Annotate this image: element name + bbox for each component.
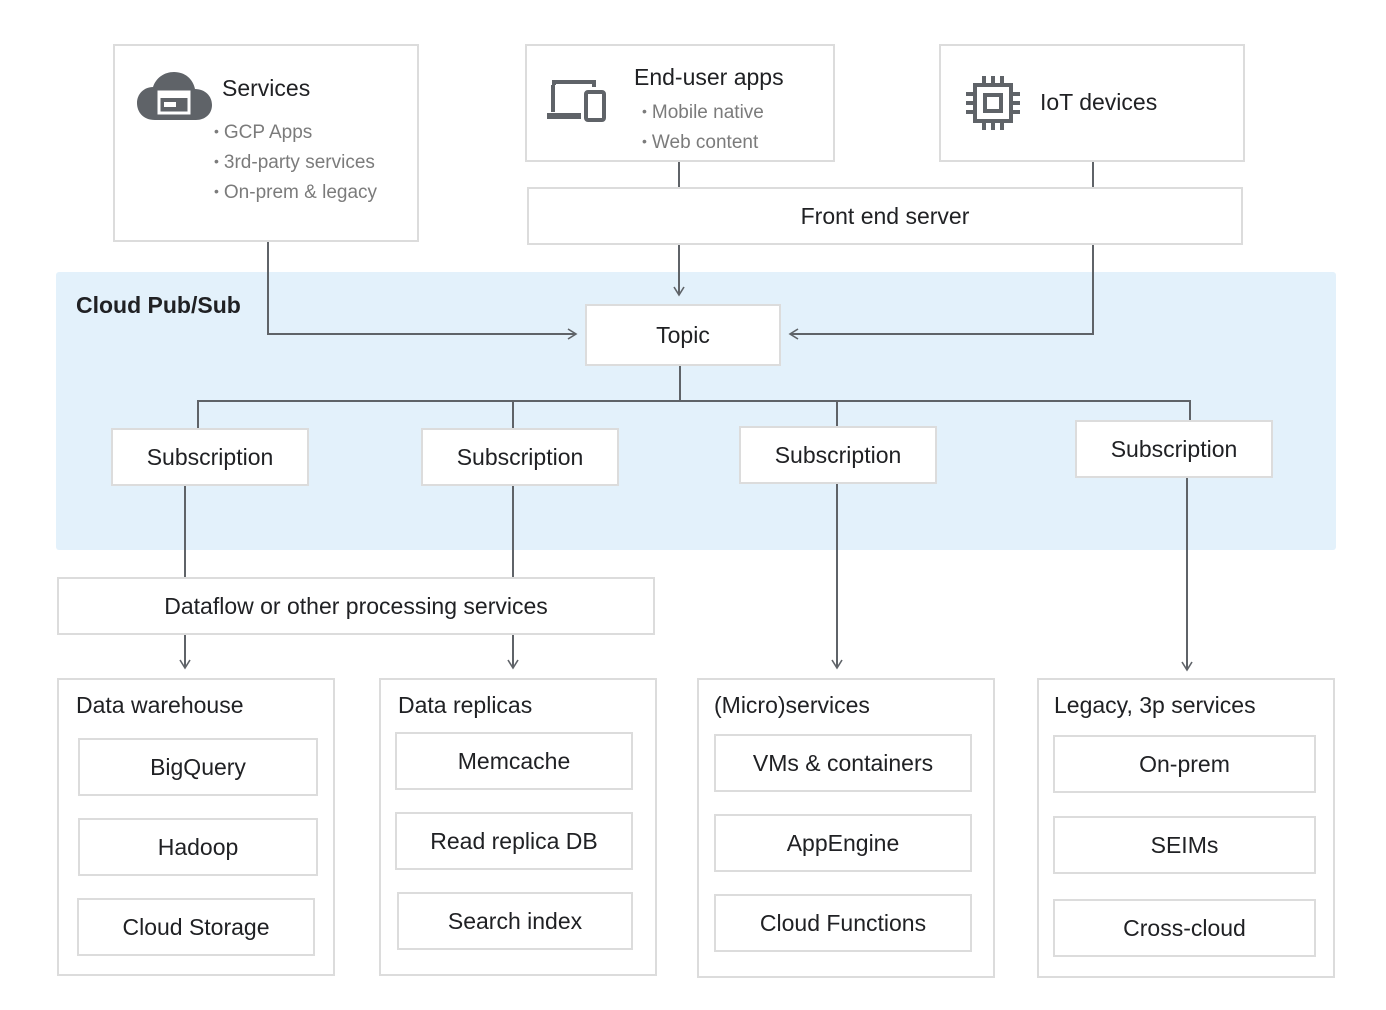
cloud-icon	[137, 72, 212, 120]
services-title: Services	[222, 75, 311, 101]
list-item: GCP Apps	[214, 117, 377, 147]
frontend-server: Front end server	[527, 187, 1243, 245]
list-item: On-prem & legacy	[214, 177, 377, 207]
dataflow-box: Dataflow or other processing services	[57, 577, 655, 635]
iot-title: IoT devices	[1040, 89, 1158, 115]
subscription-1: Subscription	[111, 428, 309, 486]
list-item: Web content	[642, 127, 764, 157]
group-title: Data replicas	[398, 692, 533, 718]
chip-icon	[966, 76, 1020, 130]
item-hadoop: Hadoop	[78, 818, 318, 876]
pubsub-label: Cloud Pub/Sub	[76, 292, 241, 318]
subscription-4: Subscription	[1075, 420, 1273, 478]
enduser-list: Mobile native Web content	[642, 97, 764, 157]
connector-sub-bus	[197, 400, 1191, 428]
topic-box: Topic	[585, 304, 781, 366]
item-cloud-storage: Cloud Storage	[77, 898, 315, 956]
item-cloud-functions: Cloud Functions	[714, 894, 972, 952]
connector-iot-topic	[788, 245, 1094, 340]
item-appengine: AppEngine	[714, 814, 972, 872]
group-title: (Micro)services	[714, 692, 870, 718]
subscription-2: Subscription	[421, 428, 619, 486]
group-title: Legacy, 3p services	[1054, 692, 1256, 718]
list-item: Mobile native	[642, 97, 764, 127]
item-on-prem: On-prem	[1053, 735, 1316, 793]
services-list: GCP Apps 3rd-party services On-prem & le…	[214, 117, 377, 207]
group-title: Data warehouse	[76, 692, 244, 718]
subscription-3: Subscription	[739, 426, 937, 484]
devices-icon	[547, 80, 606, 122]
list-item: 3rd-party services	[214, 147, 377, 177]
item-bigquery: BigQuery	[78, 738, 318, 796]
item-read-replica-db: Read replica DB	[395, 812, 633, 870]
item-memcache: Memcache	[395, 732, 633, 790]
item-cross-cloud: Cross-cloud	[1053, 899, 1316, 957]
enduser-title: End-user apps	[634, 64, 784, 90]
item-vms-containers: VMs & containers	[714, 734, 972, 792]
item-search-index: Search index	[397, 892, 633, 950]
iot-box	[939, 44, 1245, 162]
connector-services-topic	[267, 241, 578, 340]
item-seims: SEIMs	[1053, 816, 1316, 874]
